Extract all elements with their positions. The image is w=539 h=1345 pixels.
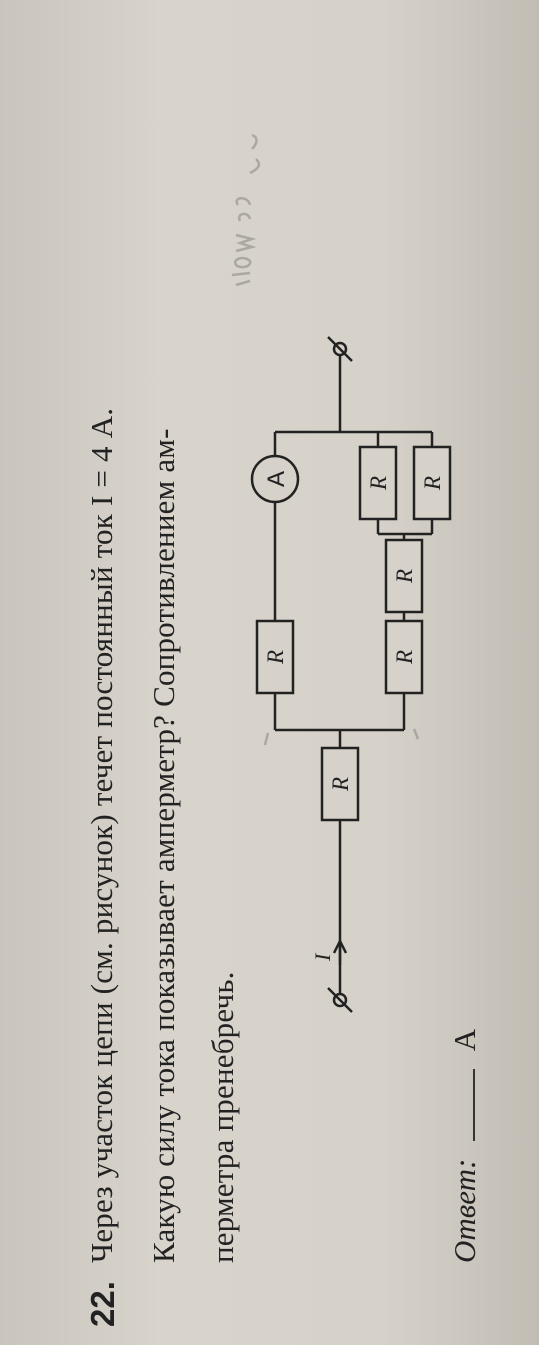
resistor-label-bottom-1: R	[392, 650, 417, 665]
answer-blank-field[interactable]	[449, 1068, 475, 1141]
ammeter-label: A	[263, 471, 290, 487]
resistor-label-bottom-3: R	[366, 476, 391, 491]
answer-unit: А	[447, 1028, 482, 1052]
resistor-label-series: R	[328, 777, 353, 792]
pencil-marks	[231, 133, 420, 746]
resistor-label-bottom-2: R	[392, 569, 417, 584]
resistor-label-bottom-4: R	[420, 476, 445, 491]
current-arrow	[332, 938, 348, 954]
answer-label: Ответ:	[447, 1158, 482, 1263]
resistor-label-top: R	[263, 650, 288, 665]
current-label: I	[310, 952, 335, 962]
answer-row: Ответ: А	[447, 1029, 483, 1263]
